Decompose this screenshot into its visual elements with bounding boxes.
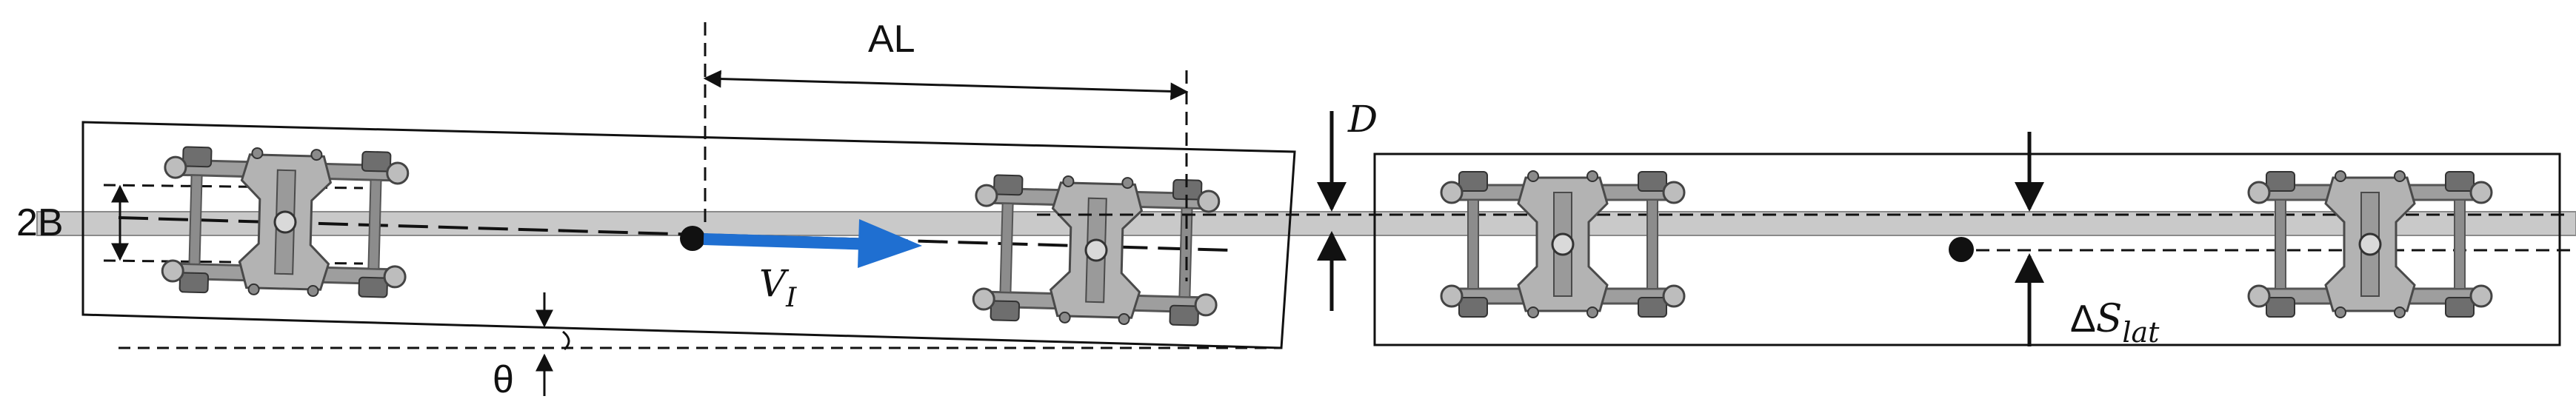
- velocity-label: VI: [759, 262, 797, 313]
- velocity-arrow-head: [858, 219, 922, 268]
- theta-arc: [562, 330, 570, 351]
- delta-s-main: S: [2096, 297, 2123, 341]
- al-dimension: AL: [703, 18, 1189, 281]
- two-b-dimension: 2B: [16, 184, 129, 261]
- left-rear-bogie: [971, 172, 1221, 328]
- delta-s-lat-dimension: ΔSlat: [2015, 132, 2160, 349]
- velocity-arrow-shaft: [703, 233, 875, 250]
- two-b-label: 2B: [16, 201, 64, 244]
- left-vehicle-cog-dot: [680, 226, 705, 251]
- right-vehicle-cog-dot: [1949, 237, 1974, 262]
- velocity-label-main: V: [759, 262, 790, 305]
- right-vehicle: [1037, 152, 2570, 346]
- delta-s-lat-label: ΔSlat: [2070, 297, 2160, 349]
- right-rear-bogie: [2247, 170, 2493, 319]
- al-label: AL: [868, 18, 915, 61]
- delta-symbol: Δ: [2070, 298, 2096, 341]
- theta-label: θ: [493, 358, 514, 401]
- velocity-label-sub: I: [785, 283, 797, 313]
- al-dimension-arrow: [703, 70, 1189, 101]
- delta-s-sub: lat: [2122, 316, 2160, 349]
- right-front-bogie: [1440, 170, 1686, 319]
- left-front-bogie: [160, 144, 410, 300]
- d-gap-dimension: D: [1317, 98, 1378, 311]
- theta-angle: θ: [119, 292, 1281, 401]
- left-vehicle: [81, 121, 1296, 349]
- d-label: D: [1347, 98, 1378, 141]
